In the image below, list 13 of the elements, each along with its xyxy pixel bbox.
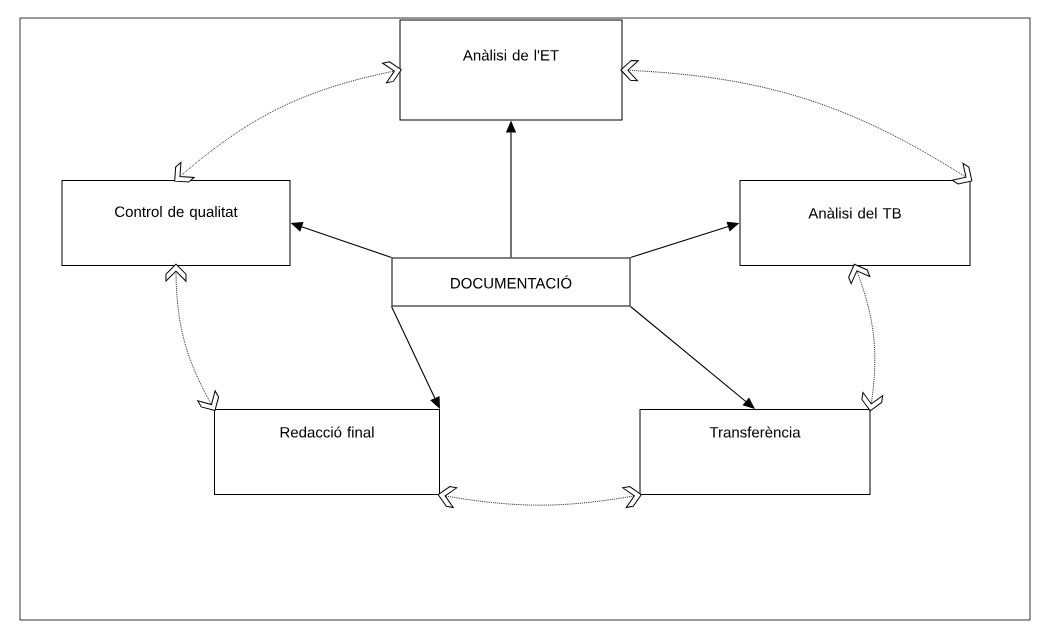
arrow <box>390 305 440 409</box>
arrow <box>165 263 220 412</box>
arrow <box>629 305 755 409</box>
process-box: Control de qualitat <box>61 180 291 266</box>
arrow <box>620 59 973 185</box>
arrow <box>848 263 884 412</box>
process-box: DOCUMENTACIÓ <box>391 257 631 307</box>
arrow <box>174 61 402 183</box>
process-box: Redacció final <box>214 409 440 495</box>
arrow <box>437 486 642 508</box>
process-box: Anàlisi del TB <box>739 180 971 266</box>
process-box: Anàlisi de l'ET <box>399 19 623 121</box>
process-box: Transferència <box>639 409 871 495</box>
